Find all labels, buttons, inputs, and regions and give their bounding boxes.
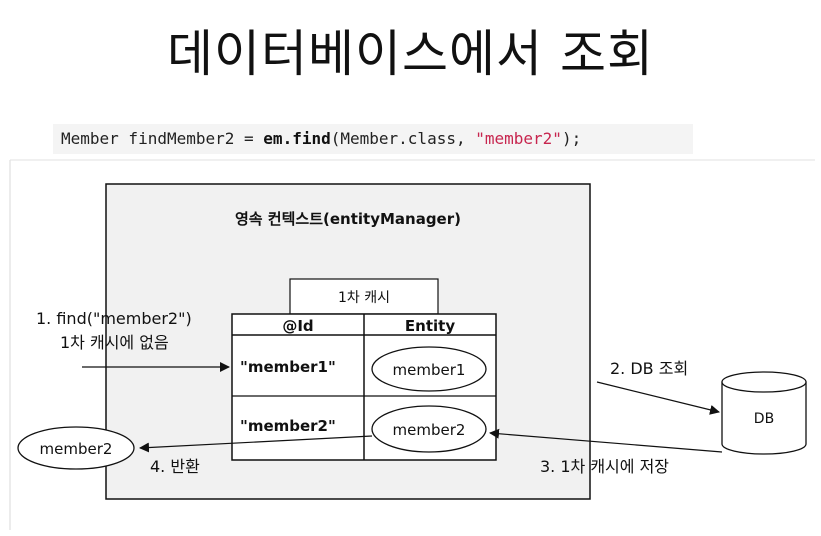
row1-id: "member1" — [240, 358, 336, 376]
database-top — [721, 371, 807, 393]
row2-id: "member2" — [240, 417, 336, 435]
row1-entity: member1 — [393, 361, 466, 379]
code-prefix: Member findMember2 = — [61, 129, 264, 148]
page-title: 데이터베이스에서 조회 — [167, 25, 654, 83]
code-snippet: Member findMember2 = em.find(Member.clas… — [53, 124, 693, 154]
step3-arrow — [489, 428, 723, 453]
step4-label: 4. 반환 — [150, 457, 200, 476]
row2-entity: member2 — [393, 421, 466, 439]
step1-label: 1. find("member2") — [36, 309, 192, 328]
code-method: em.find — [263, 129, 331, 148]
code-args: (Member.class, — [330, 129, 476, 148]
database-label: DB — [754, 411, 774, 427]
returned-entity: member2 — [40, 440, 113, 458]
table-header-entity: Entity — [405, 317, 455, 335]
persistence-context-label: 영속 컨텍스트(entityManager) — [235, 210, 461, 228]
step1-note: 1차 캐시에 없음 — [60, 333, 169, 352]
code-suffix: ); — [561, 129, 582, 148]
step4-arrow — [139, 435, 373, 453]
step2-label: 2. DB 조회 — [610, 359, 688, 378]
returned-entity-ellipse — [17, 426, 135, 470]
cache-label: 1차 캐시 — [338, 290, 390, 306]
row1-entity-ellipse — [371, 346, 487, 392]
code-string-arg: "member2" — [475, 129, 562, 148]
row2-entity-ellipse — [371, 405, 487, 453]
step3-label: 3. 1차 캐시에 저장 — [540, 457, 669, 476]
cache-label-box — [289, 278, 439, 315]
step2-arrow — [596, 381, 720, 415]
database-icon — [721, 382, 807, 455]
table-header-id: @Id — [282, 317, 313, 335]
